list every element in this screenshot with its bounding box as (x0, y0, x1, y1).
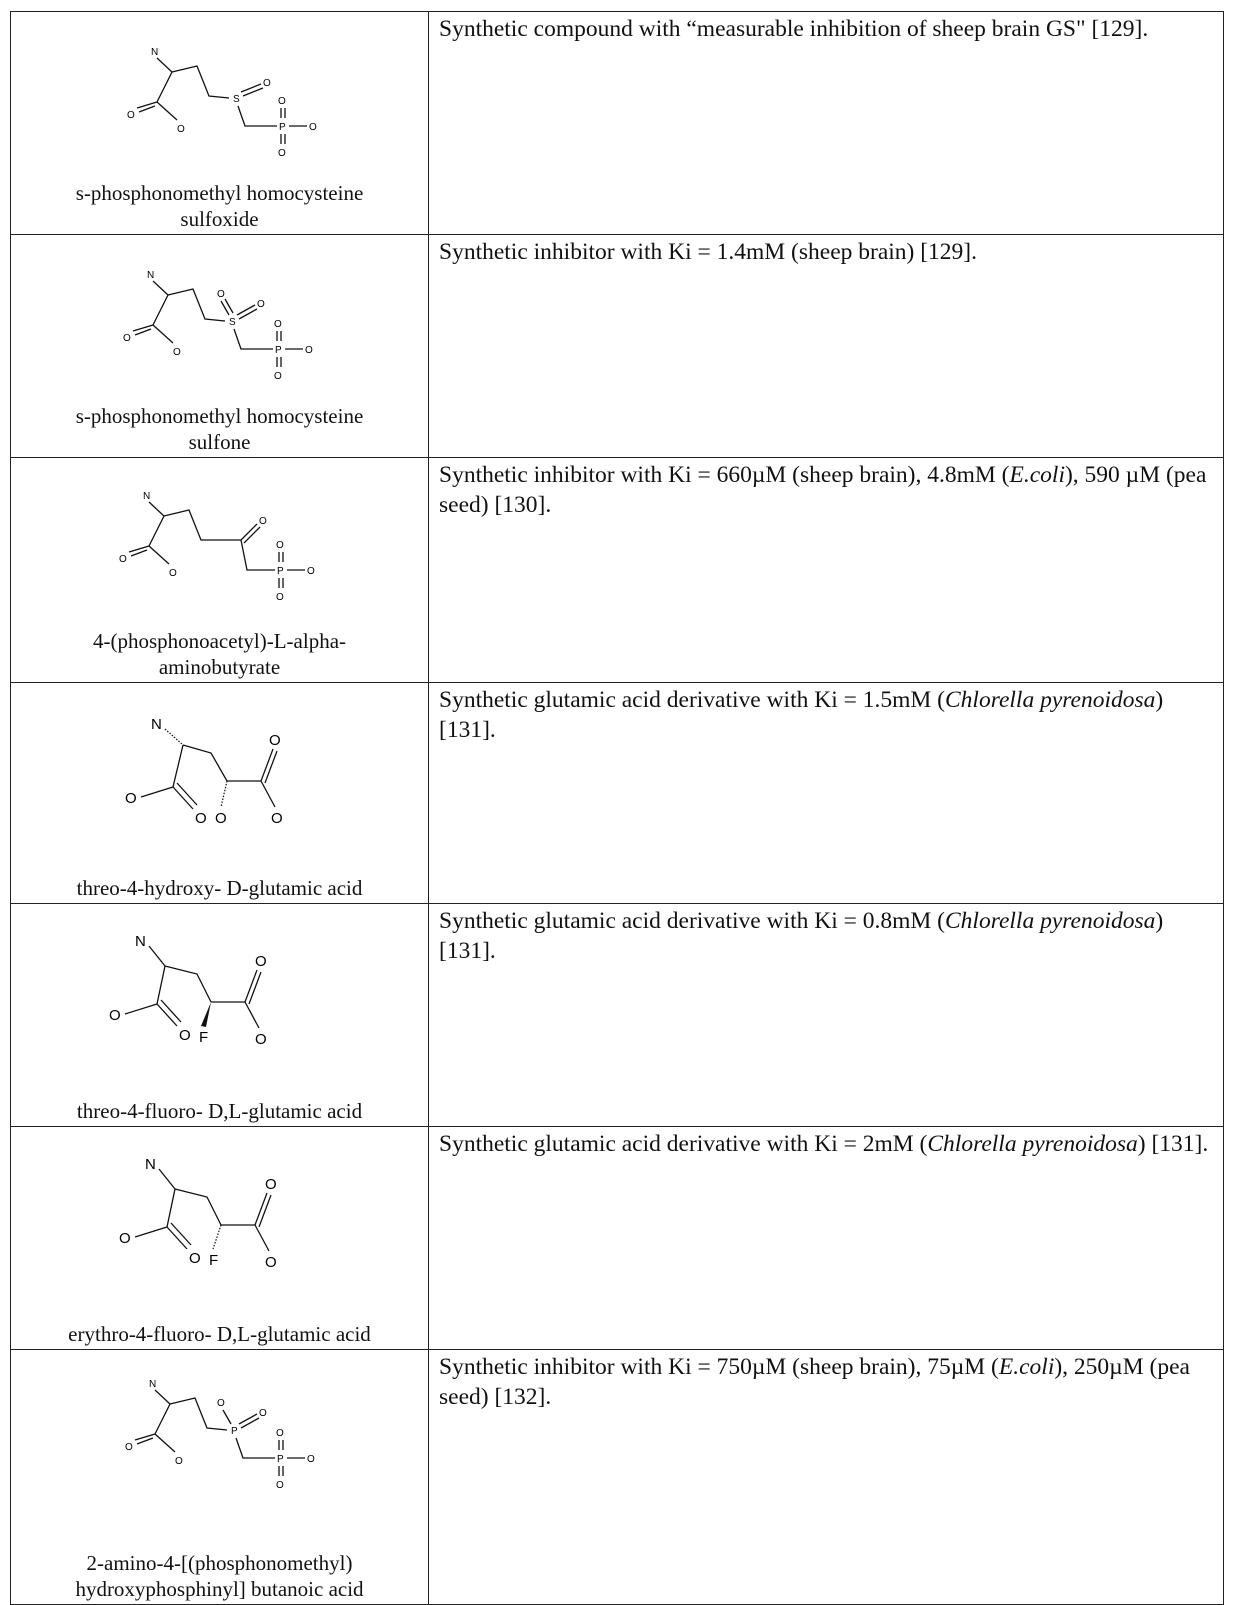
atom-label: O (278, 148, 286, 159)
atom-label: P (277, 1454, 284, 1465)
atom-label: P (277, 566, 284, 577)
description-cell: Synthetic inhibitor with Ki = 1.4mM (she… (428, 234, 1224, 458)
atom-label: N (147, 270, 154, 281)
structure-phosphonoacetyl-aminobutyrate: N O O O P O O (119, 491, 315, 603)
structure-cell: N O O P O O P (10, 1349, 429, 1605)
structure-phosphonomethyl-hydroxyphosphinyl-butanoic-acid: N O O P O O P (125, 1379, 315, 1491)
compound-name: s-phosphonomethyl homocysteine sulfoxide (75, 181, 364, 231)
structure-cell: N O O S O O P (10, 234, 429, 458)
atom-label: N (135, 933, 146, 950)
structure-cell: N O O O O O (10, 682, 429, 904)
atom-label: P (231, 1426, 238, 1437)
structure-cell: N O O F O O (10, 903, 429, 1127)
atom-label: S (233, 94, 240, 105)
atom-label: O (215, 810, 227, 827)
atom-label: O (189, 1250, 201, 1267)
atom-label: O (217, 1398, 225, 1409)
atom-label: P (279, 122, 286, 133)
atom-label: P (275, 345, 282, 356)
description-cell: Synthetic glutamic acid derivative with … (428, 1126, 1224, 1350)
structure-cell: N O O O P O O (10, 457, 429, 683)
atom-label: O (265, 1254, 277, 1271)
atom-label: O (276, 1428, 284, 1439)
atom-label: O (119, 554, 127, 565)
atom-label: O (125, 790, 137, 807)
atom-label: O (169, 568, 177, 579)
compound-name: s-phosphonomethyl homocysteine sulfone (75, 404, 364, 454)
table-row: N O O S O O P (10, 234, 1224, 458)
atom-label: O (276, 1480, 284, 1491)
structure-cell: N O O S O P O (10, 11, 429, 235)
atom-label: O (255, 1031, 267, 1048)
atom-label: O (309, 122, 317, 133)
atom-label: O (263, 78, 271, 89)
table-row: N O O S O P O (10, 11, 1224, 235)
atom-label: O (109, 1007, 121, 1024)
atom-label: O (175, 1456, 183, 1467)
atom-label: F (199, 1029, 208, 1046)
atom-label: O (276, 540, 284, 551)
compound-name: 4-(phosphonoacetyl)-L-alpha- aminobutyra… (92, 629, 347, 679)
atom-label: O (274, 319, 282, 330)
structure-threo-4-fluoro-dl-glutamic-acid: N O O F O O (109, 933, 267, 1048)
compound-name: threo-4-hydroxy- D-glutamic acid (76, 876, 363, 900)
description-cell: Synthetic inhibitor with Ki = 660µM (she… (428, 457, 1224, 683)
description-cell: Synthetic glutamic acid derivative with … (428, 682, 1224, 904)
atom-label: O (177, 124, 185, 135)
atom-label: O (307, 1454, 315, 1465)
structure-cell: N O O F O O (10, 1126, 429, 1350)
table-row: N O O O O O (10, 682, 1224, 904)
compound-name: threo-4-fluoro- D,L-glutamic acid (76, 1099, 363, 1123)
table-row: N O O F O O (10, 1126, 1224, 1350)
atom-label: N (151, 47, 158, 58)
atom-label: O (173, 347, 181, 358)
atom-label: O (127, 110, 135, 121)
atom-label: O (255, 953, 267, 970)
structure-s-phosphonomethyl-homocysteine-sulfoxide: N O O S O P O (127, 47, 317, 159)
description-cell: Synthetic compound with “measurable inhi… (428, 11, 1224, 235)
description-cell: Synthetic glutamic acid derivative with … (428, 903, 1224, 1127)
compound-name: erythro-4-fluoro- D,L-glutamic acid (68, 1322, 371, 1346)
structure-erythro-4-fluoro-dl-glutamic-acid: N O O F O O (119, 1156, 277, 1271)
atom-label: O (195, 810, 207, 827)
atom-label: F (209, 1252, 218, 1269)
description-cell: Synthetic inhibitor with Ki = 750µM (she… (428, 1349, 1224, 1605)
inhibitor-table: N O O S O P O (10, 11, 1224, 1605)
atom-label: O (179, 1027, 191, 1044)
atom-label: O (278, 96, 286, 107)
atom-label: N (143, 491, 150, 502)
atom-label: O (123, 333, 131, 344)
structure-threo-4-hydroxy-d-glutamic-acid: N O O O O O (125, 716, 283, 827)
table-row: N O O O P O O (10, 457, 1224, 683)
atom-label: O (119, 1230, 131, 1247)
table-row: N O O P O O P (10, 1349, 1224, 1605)
atom-label: O (259, 516, 267, 527)
atom-label: O (125, 1442, 133, 1453)
atom-label: O (259, 1408, 267, 1419)
structure-s-phosphonomethyl-homocysteine-sulfone: N O O S O O P (123, 270, 313, 382)
atom-label: N (151, 716, 162, 733)
atom-label: O (271, 810, 283, 827)
atom-label: O (305, 345, 313, 356)
atom-label: O (257, 299, 265, 310)
atom-label: N (145, 1156, 156, 1173)
atom-label: O (217, 289, 225, 300)
atom-label: O (265, 1176, 277, 1193)
atom-label: O (307, 566, 315, 577)
compound-name: 2-amino-4-[(phosphonomethyl) hydroxyphos… (75, 1551, 364, 1601)
table-row: N O O F O O (10, 903, 1224, 1127)
atom-label: O (274, 371, 282, 382)
atom-label: O (269, 732, 281, 749)
atom-label: O (276, 592, 284, 603)
atom-label: S (229, 317, 236, 328)
atom-label: N (149, 1379, 156, 1390)
